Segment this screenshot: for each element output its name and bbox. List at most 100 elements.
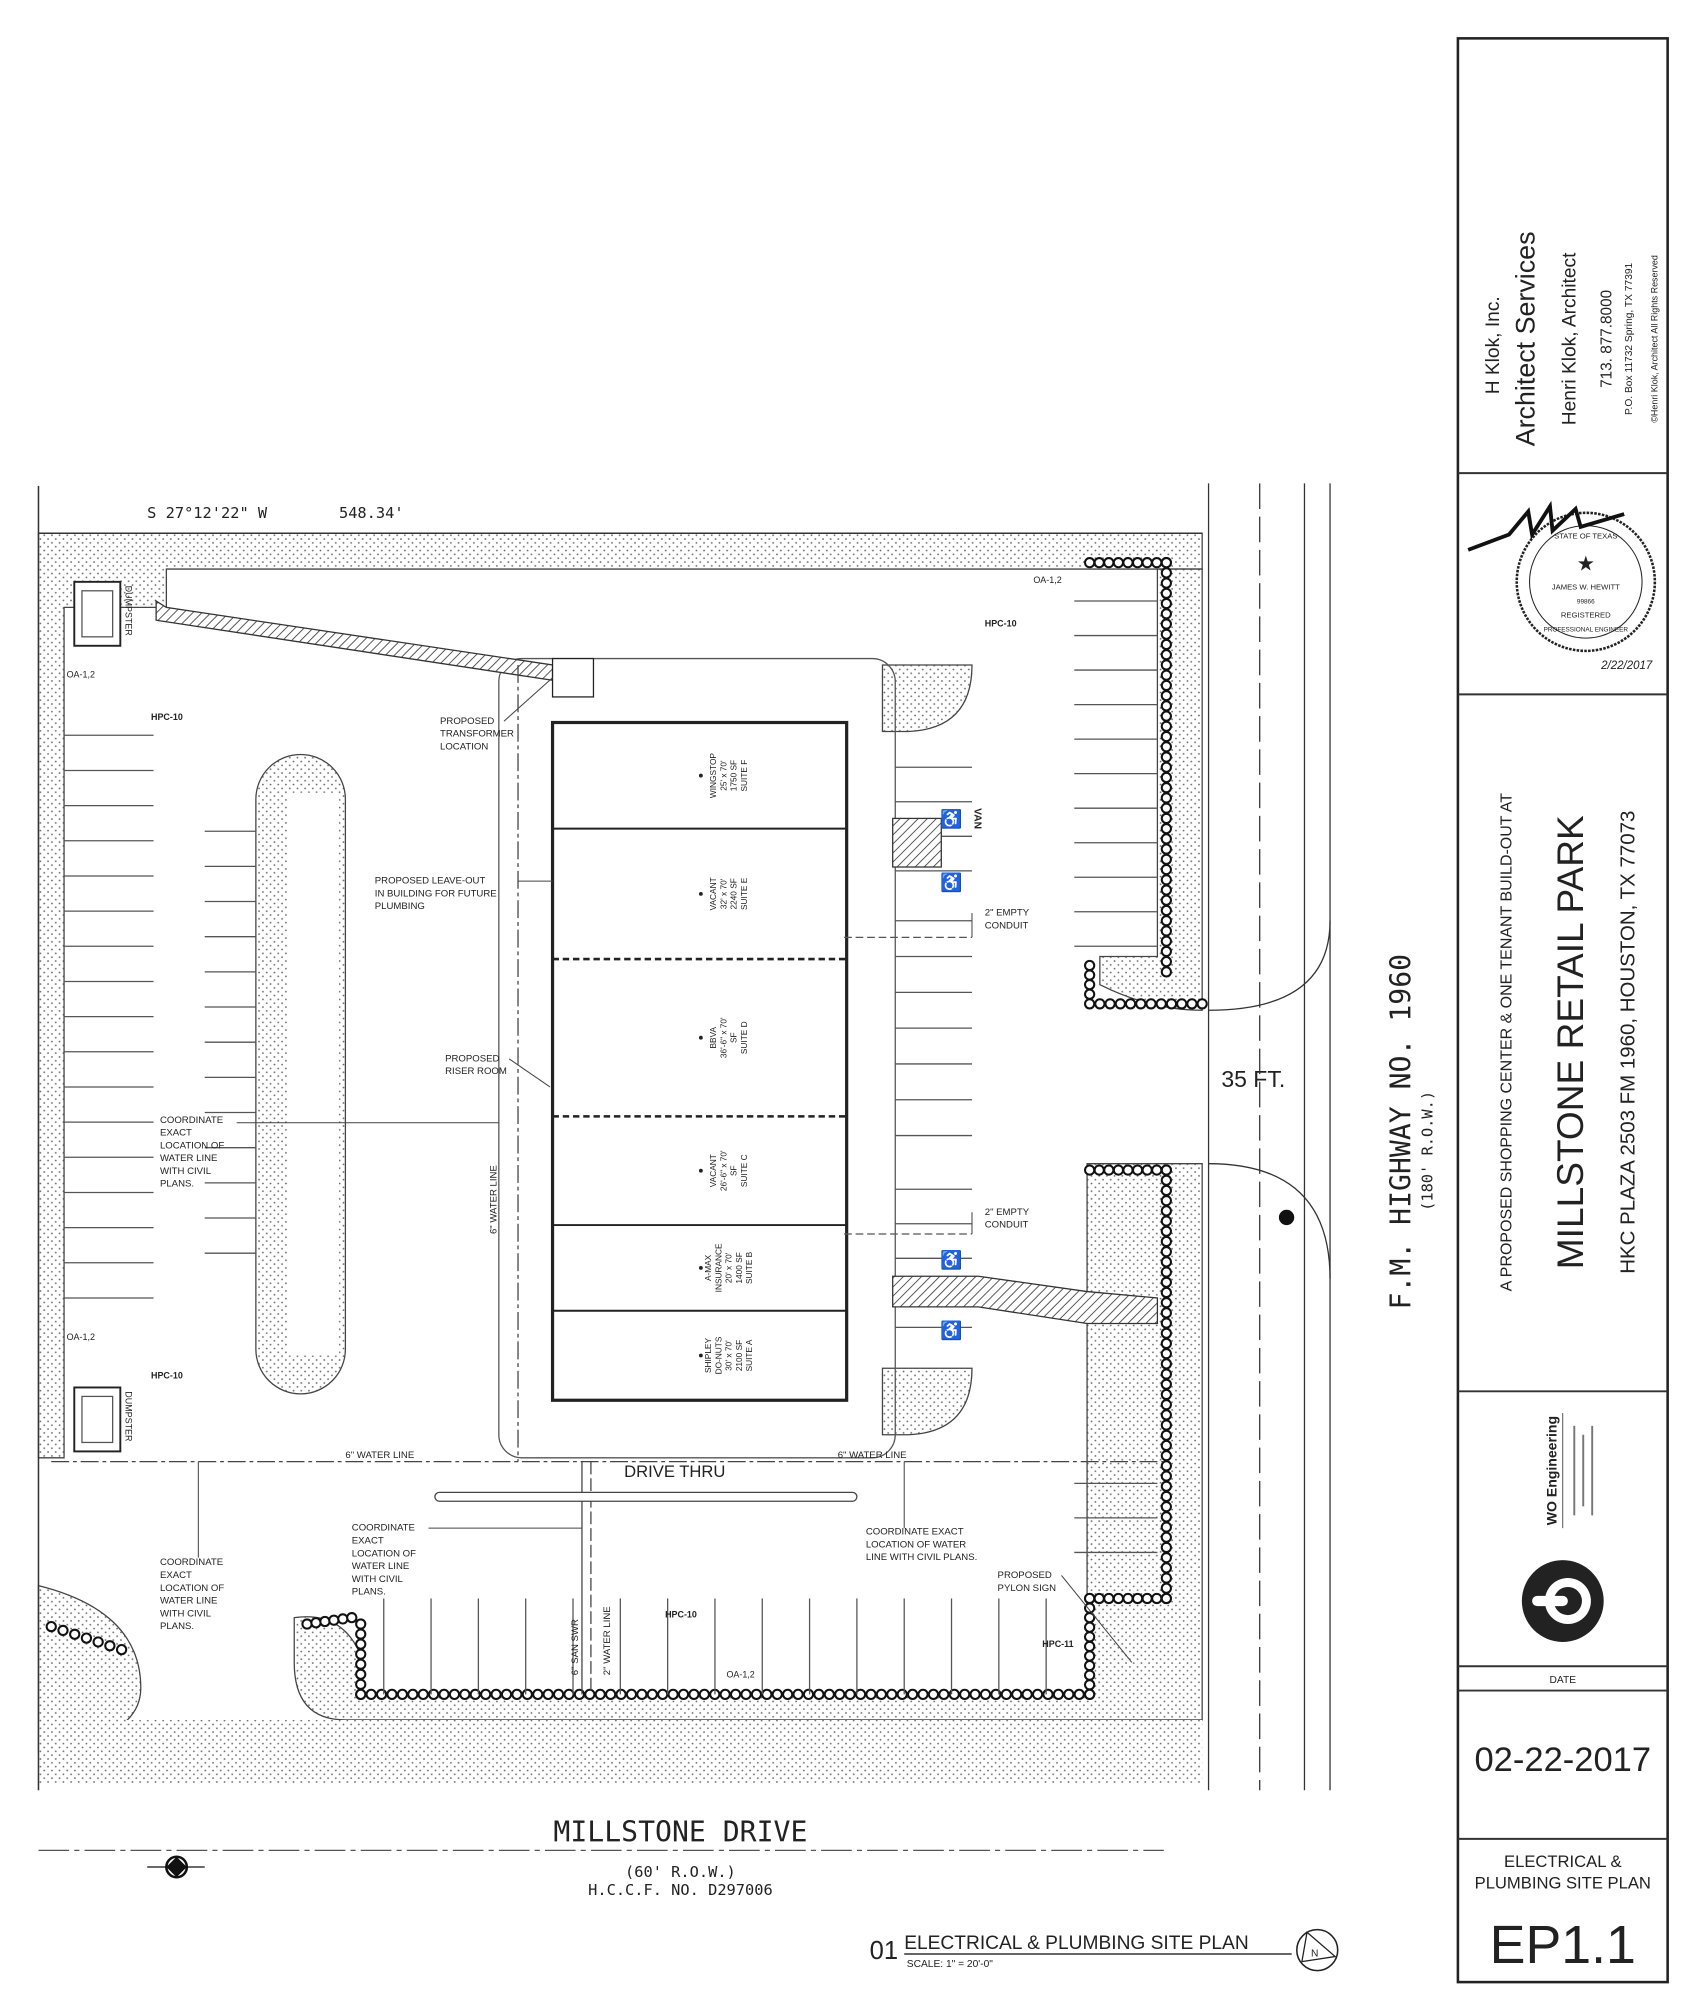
shrub: [355, 1678, 367, 1690]
shrub: [719, 1688, 731, 1701]
note-coord_mid: LOCATION OF: [352, 1548, 416, 1559]
shrub: [1131, 557, 1144, 569]
shrub: [1160, 1195, 1172, 1207]
note-coord_left: WITH CIVIL: [160, 1166, 212, 1177]
shrub: [1186, 998, 1198, 1010]
note-riser: PROPOSED: [445, 1053, 499, 1064]
shrub: [355, 1638, 367, 1650]
tenant-label: 1400 SF: [734, 1252, 744, 1283]
column-marker: [698, 773, 703, 778]
sheet-title-line1: ELECTRICAL &: [1504, 1852, 1622, 1871]
shrub: [1122, 1592, 1134, 1605]
shrub: [969, 1688, 981, 1701]
shrub: [1160, 1582, 1172, 1594]
shrub: [1160, 945, 1172, 958]
shrub: [1196, 998, 1208, 1010]
tenant-label: A-MAX: [703, 1254, 713, 1281]
north-label: N: [1311, 1949, 1318, 1960]
shrub: [1151, 1592, 1163, 1605]
retail-building: [550, 720, 849, 1402]
shrub: [563, 1688, 575, 1701]
shrub: [927, 1688, 940, 1701]
tenant-label: VACANT: [708, 1154, 718, 1187]
shrub: [1084, 1602, 1096, 1614]
shrub: [1160, 1572, 1172, 1584]
note-transformer: PROPOSED: [440, 716, 494, 727]
shrub: [459, 1688, 471, 1701]
note-pylon: PYLON SIGN: [998, 1583, 1057, 1594]
shrub: [1124, 998, 1137, 1010]
shrub: [573, 1688, 586, 1701]
shrub: [386, 1688, 398, 1701]
shrub: [1160, 935, 1172, 947]
tenant-label: 26'-6" x 70': [718, 1150, 728, 1191]
shrub: [1160, 751, 1172, 763]
sheet-title-line2: PLUMBING SITE PLAN: [1475, 1874, 1651, 1893]
tenant-label: BBVA: [708, 1027, 718, 1049]
note-coord_mid: COORDINATE: [352, 1523, 415, 1534]
shrub: [1160, 1450, 1172, 1462]
shrub: [1084, 1164, 1096, 1176]
note-coord_mid: WITH CIVIL: [352, 1574, 404, 1585]
shrub: [355, 1688, 367, 1701]
drawing-scale: SCALE: 1" = 20'-0": [907, 1959, 994, 1970]
shrub: [1052, 1688, 1065, 1701]
tenant-label: SUITE F: [739, 760, 749, 792]
street-ref: H.C.C.F. NO. D297006: [588, 1881, 773, 1899]
dumpster-label: DUMPSTER: [123, 586, 133, 637]
shrub: [1160, 741, 1172, 753]
note-coord_bottom_left: LOCATION OF: [160, 1583, 224, 1594]
shrub: [521, 1688, 533, 1701]
shrub: [1160, 1358, 1172, 1370]
shrub: [906, 1688, 919, 1701]
shrub: [1160, 618, 1172, 630]
tenant-label: SUITE B: [744, 1251, 754, 1284]
shrub: [615, 1688, 627, 1701]
shrub: [1151, 1164, 1163, 1176]
shrub: [1011, 1688, 1023, 1701]
note-pylon: PROPOSED: [998, 1570, 1052, 1581]
architect-services: Architect Services: [1511, 231, 1541, 446]
shrub: [542, 1688, 554, 1701]
shrub: [1160, 577, 1172, 589]
transformer-pad: [551, 657, 595, 698]
shrub: [1160, 1552, 1172, 1564]
shrub: [1000, 1688, 1012, 1701]
shrub: [45, 1620, 57, 1633]
north-arrow-icon: N: [1296, 1928, 1339, 1972]
shrub: [1160, 966, 1172, 978]
shrub: [1160, 925, 1172, 937]
water-line-2-label: 2" WATER LINE: [602, 1606, 613, 1675]
shrub: [667, 1688, 679, 1701]
shrub: [1084, 969, 1096, 981]
signature-mark: [1467, 500, 1625, 552]
tag-hpc10: HPC-10: [151, 712, 183, 722]
drive-thru-label: DRIVE THRU: [624, 1462, 725, 1481]
shrub: [896, 1688, 908, 1701]
shrub: [1160, 649, 1172, 661]
shrub: [1160, 628, 1172, 640]
shrub: [1160, 1460, 1172, 1472]
shrub: [1160, 1521, 1172, 1533]
shrub: [625, 1688, 638, 1701]
shrub: [1093, 1592, 1105, 1605]
shrub: [594, 1688, 606, 1701]
shrub: [1135, 998, 1147, 1010]
shrub: [1160, 659, 1172, 671]
note-coord_left: PLANS.: [160, 1179, 194, 1190]
shrub: [605, 1688, 617, 1701]
shrub: [1160, 638, 1172, 651]
tag-hpc10: HPC-10: [151, 1371, 183, 1381]
tenant-label: SF: [729, 1032, 739, 1043]
engineer-seal: STATE OF TEXAS ★ JAMES W. HEWITT 99866 R…: [1467, 500, 1657, 672]
highway-lanes: [1207, 483, 1331, 1791]
shrub: [771, 1688, 783, 1701]
shrub: [1160, 802, 1172, 814]
engineer-logo-icon: [1521, 1560, 1604, 1642]
seal-date: 2/22/2017: [1600, 660, 1653, 672]
tag-oa: OA-1,2: [1033, 575, 1061, 585]
shrub: [657, 1688, 669, 1701]
shrub: [1112, 557, 1125, 569]
shrub: [480, 1688, 492, 1701]
shrub: [1160, 1297, 1172, 1309]
